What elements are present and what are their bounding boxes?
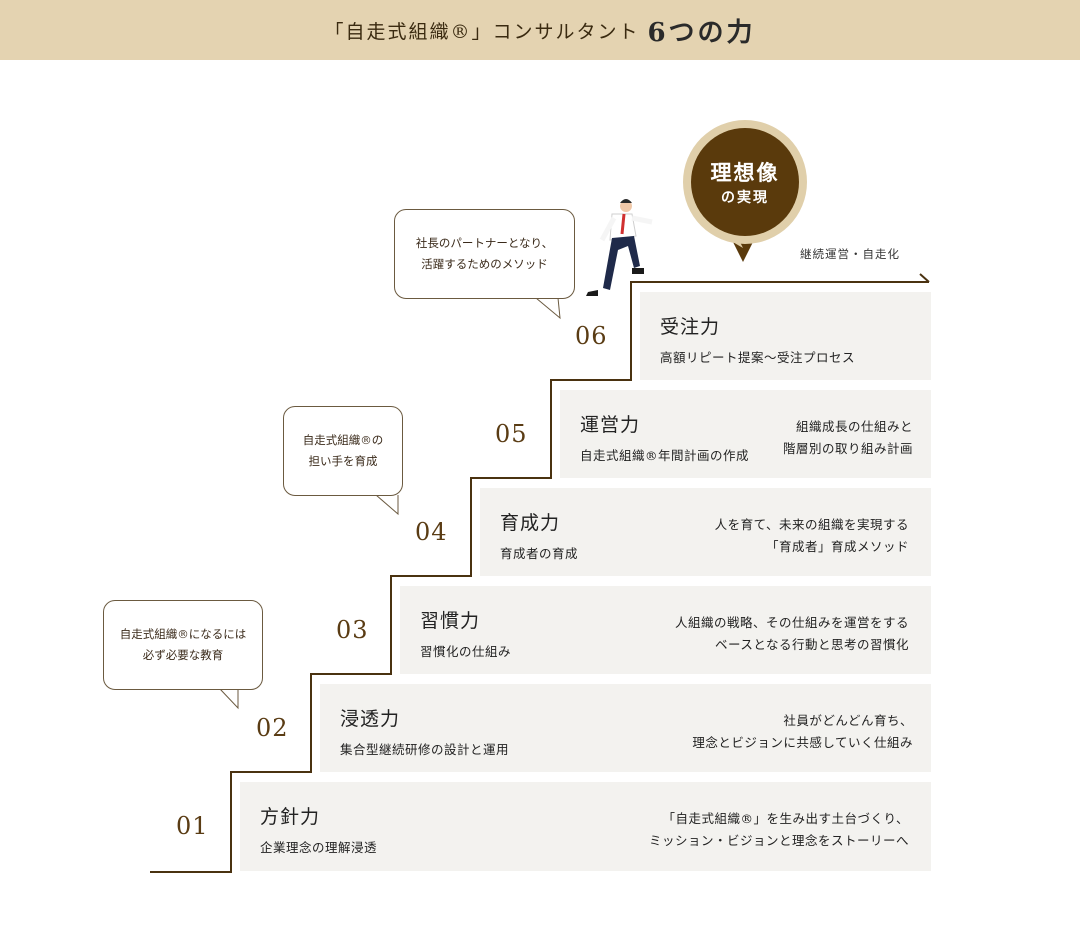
ideal-subtitle: の実現	[721, 190, 769, 206]
ideal-goal-inner: 理想像 の実現	[691, 128, 799, 236]
step-desc-line1: 人組織の戦略、その仕組みを運営をする	[674, 615, 909, 630]
step-desc: 人を育て、未来の組織を実現する 「育成者」育成メソッド	[715, 514, 909, 558]
step-desc: 組織成長の仕組みと 階層別の取り組み計画	[783, 416, 913, 460]
step-sub: 自走式組織®年間計画の作成	[580, 448, 750, 463]
goal-label: 継続運営・自走化	[800, 247, 900, 261]
step-sub: 育成者の育成	[500, 546, 579, 561]
step-card-03: 習慣力 習慣化の仕組み 人組織の戦略、その仕組みを運営をする ベースとなる行動と…	[400, 586, 931, 674]
speech-bubble-leaders: 自走式組織®の 担い手を育成	[283, 406, 403, 496]
step-name: 受注力	[660, 316, 721, 338]
step-card-06: 受注力 高額リピート提案〜受注プロセス	[640, 292, 931, 380]
step-name: 育成力	[500, 512, 561, 534]
step-desc-line2: 階層別の取り組み計画	[782, 441, 913, 456]
bubble-line1: 社長のパートナーとなり、	[415, 236, 554, 250]
step-card-05: 運営力 自走式組織®年間計画の作成 組織成長の仕組みと 階層別の取り組み計画	[560, 390, 931, 478]
step-name: 方針力	[260, 806, 321, 828]
step-desc-line2: 理念とビジョンに共感していく仕組み	[692, 735, 913, 750]
step-name: 運営力	[580, 414, 641, 436]
step-desc-line1: 社員がどんどん育ち、	[783, 713, 913, 728]
step-card-01: 方針力 企業理念の理解浸透 「自走式組織®」を生み出す土台づくり、 ミッション・…	[240, 782, 931, 871]
speech-bubble-education: 自走式組織®になるには 必ず必要な教育	[103, 600, 263, 690]
step-number-01: 01	[176, 812, 209, 840]
step-desc-line1: 「自走式組織®」を生み出す土台づくり、	[662, 811, 909, 826]
bubble-line2: 必ず必要な教育	[142, 648, 224, 662]
step-desc: 人組織の戦略、その仕組みを運営をする ベースとなる行動と思考の習慣化	[675, 612, 909, 656]
ideal-title: 理想像	[710, 160, 780, 185]
step-number-03: 03	[336, 616, 369, 644]
step-number-02: 02	[256, 714, 289, 742]
step-desc: 「自走式組織®」を生み出す土台づくり、 ミッション・ビジョンと理念をストーリーへ	[649, 808, 909, 852]
step-sub: 集合型継続研修の設計と運用	[340, 742, 510, 757]
step-desc: 社員がどんどん育ち、 理念とビジョンに共感していく仕組み	[692, 710, 913, 754]
step-sub: 習慣化の仕組み	[420, 644, 512, 659]
bubble-line1: 自走式組織®になるには	[119, 627, 247, 641]
step-desc-line2: ミッション・ビジョンと理念をストーリーへ	[648, 833, 909, 848]
header-title-emphasis: 6つの力	[647, 17, 756, 48]
step-sub: 高額リピート提案〜受注プロセス	[660, 350, 856, 365]
header-title: 「自走式組織®」コンサルタント	[324, 20, 640, 43]
bubble-line2: 担い手を育成	[308, 454, 378, 468]
step-desc-line2: 「育成者」育成メソッド	[765, 539, 909, 554]
speech-bubble-partner: 社長のパートナーとなり、 活躍するためのメソッド	[394, 209, 575, 299]
bubble-tails	[219, 297, 561, 710]
bubble-line2: 活躍するためのメソッド	[421, 257, 548, 271]
step-number-06: 06	[575, 322, 608, 350]
ideal-goal-badge: 理想像 の実現	[683, 120, 807, 244]
runner-figure	[586, 199, 653, 296]
step-desc-line2: ベースとなる行動と思考の習慣化	[714, 637, 909, 652]
step-sub: 企業理念の理解浸透	[260, 840, 378, 855]
step-desc-line1: 組織成長の仕組みと	[795, 419, 913, 434]
step-number-04: 04	[415, 518, 448, 546]
step-card-02: 浸透力 集合型継続研修の設計と運用 社員がどんどん育ち、 理念とビジョンに共感し…	[320, 684, 931, 772]
header-banner: 「自走式組織®」コンサルタント 6つの力	[0, 0, 1080, 60]
step-number-05: 05	[495, 420, 528, 448]
step-name: 浸透力	[340, 708, 401, 730]
bubble-line1: 自走式組織®の	[302, 433, 384, 447]
step-desc-line1: 人を育て、未来の組織を実現する	[714, 517, 909, 532]
step-name: 習慣力	[420, 610, 481, 632]
step-card-04: 育成力 育成者の育成 人を育て、未来の組織を実現する 「育成者」育成メソッド	[480, 488, 931, 576]
